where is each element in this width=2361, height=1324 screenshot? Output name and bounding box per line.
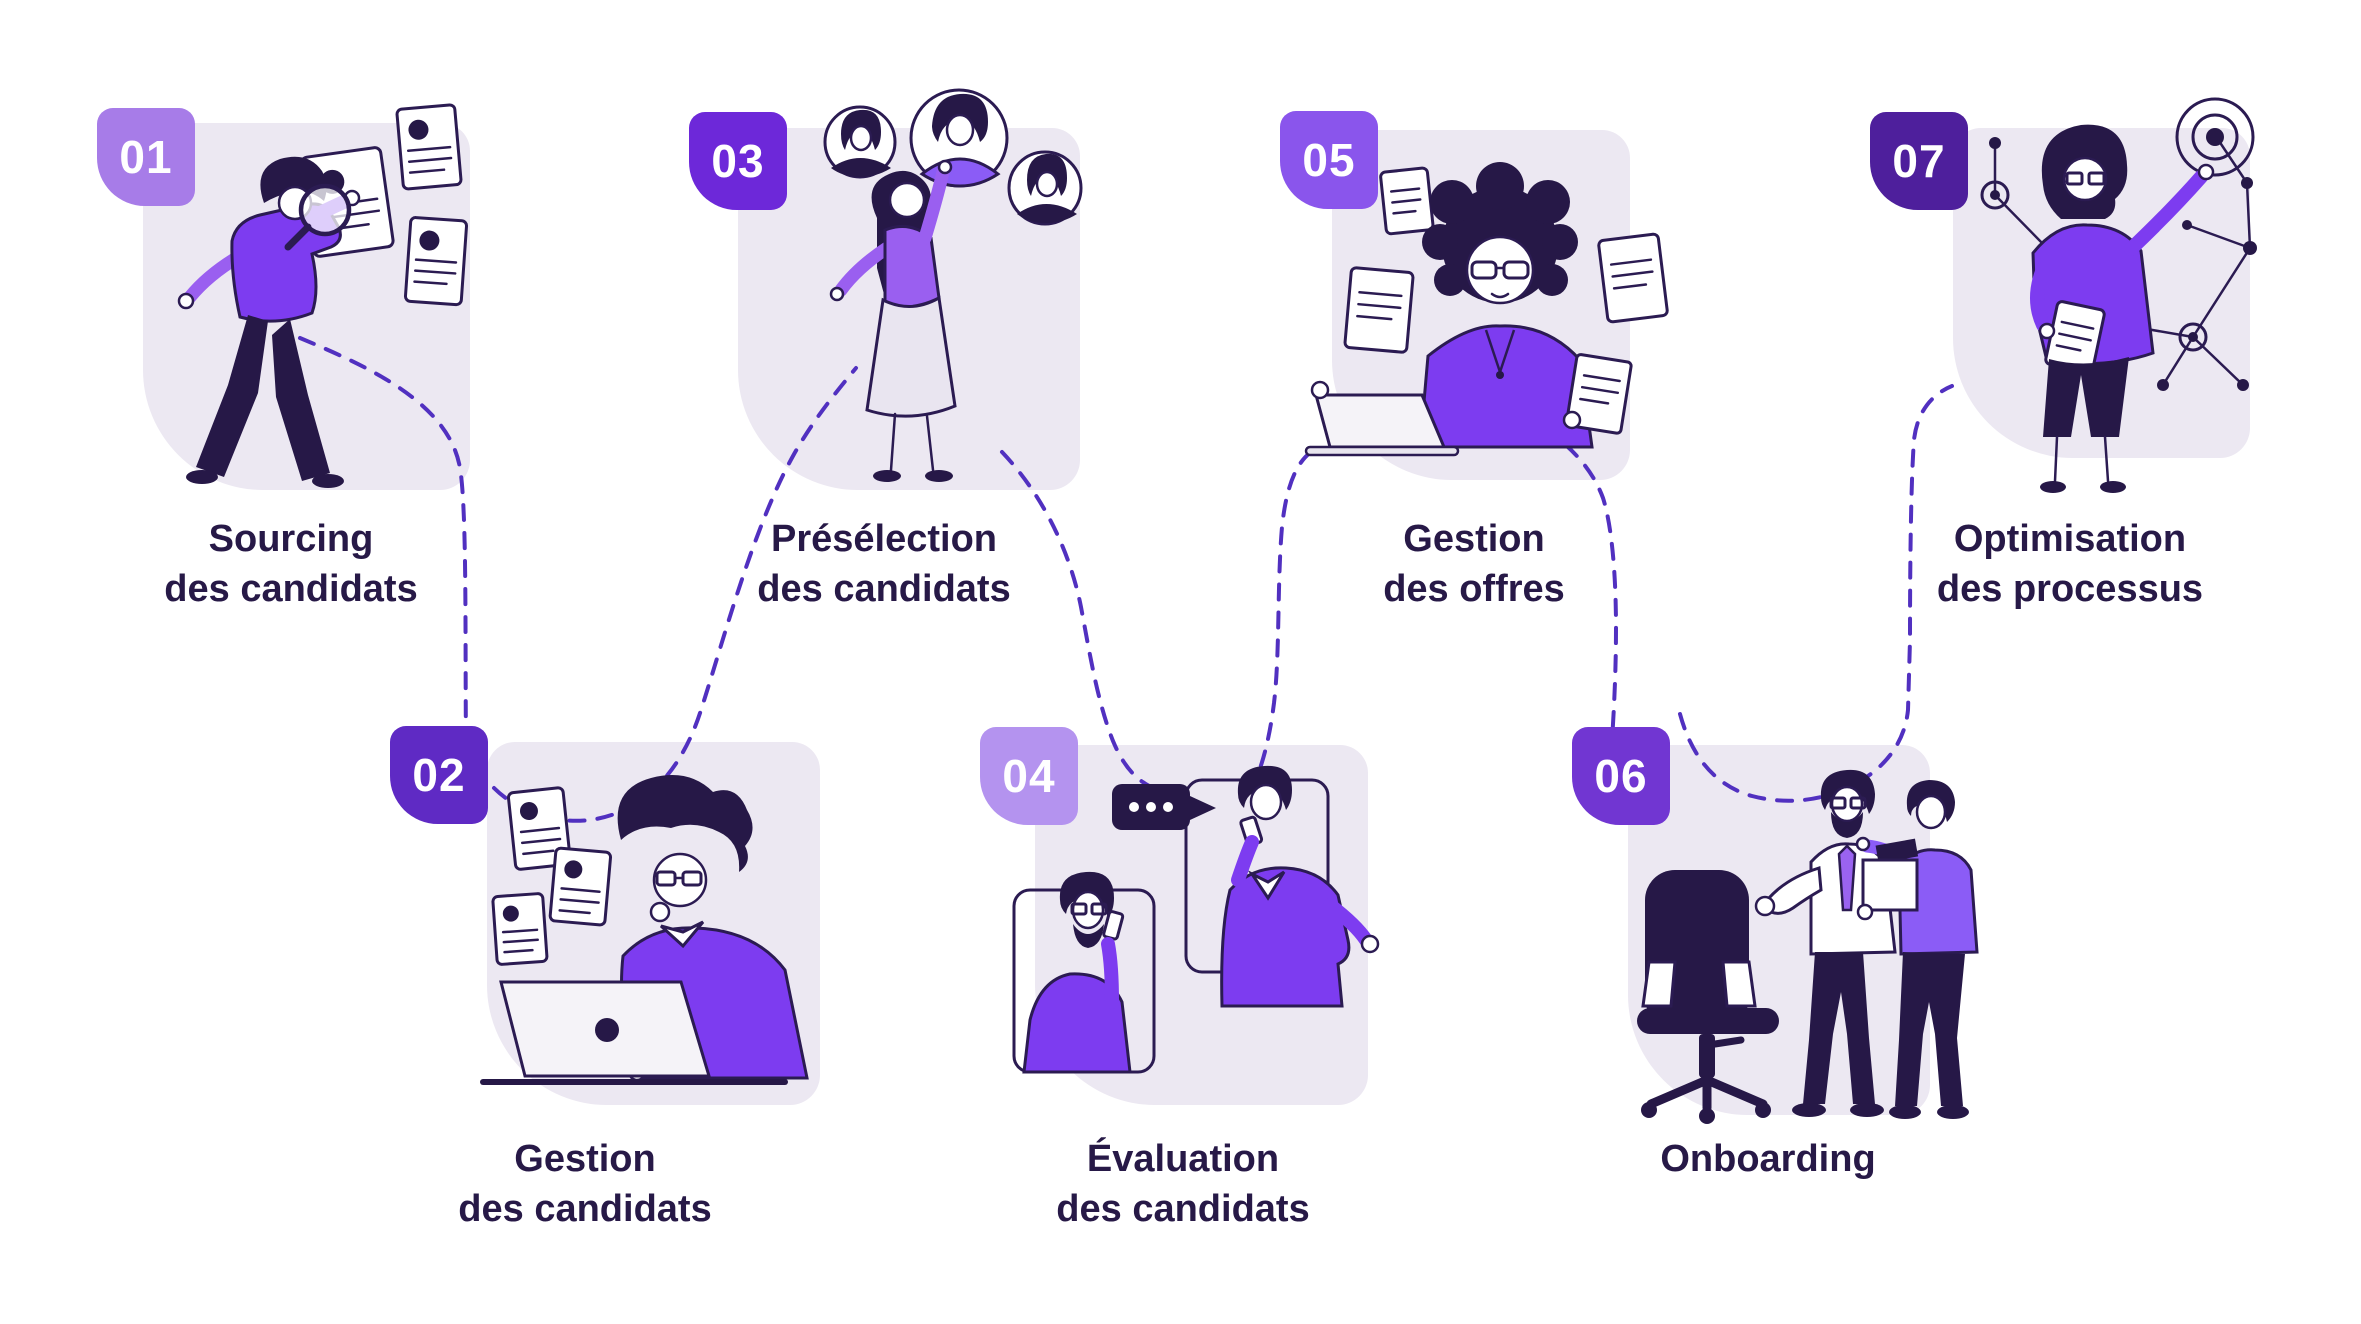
hand	[1562, 410, 1582, 430]
step-07-illustration	[1980, 97, 2257, 493]
step-04-badge: 04	[980, 727, 1078, 825]
step-01-illustration	[177, 103, 469, 488]
step-03-badge: 03	[689, 112, 787, 210]
analyst-figure	[2030, 124, 2215, 493]
step-01-label: Sourcing des candidats	[71, 514, 511, 614]
step-07-number: 07	[1892, 135, 1946, 187]
resume-document-icon	[506, 786, 572, 871]
step-06-illustration	[1637, 769, 1979, 1124]
recruiter-figure	[1418, 162, 1594, 449]
step-06-label-line1: Onboarding	[1660, 1138, 1876, 1180]
resume-document-icon	[395, 103, 463, 191]
speech-bubble-ellipsis-icon	[1112, 784, 1216, 830]
candidate-avatar-bubble-icon	[823, 105, 897, 179]
manager-figure	[1754, 769, 1897, 1117]
step-06-badge: 06	[1572, 727, 1670, 825]
candidate-figure	[1220, 765, 1380, 1008]
resume-document-icon	[403, 216, 469, 307]
step-05-illustration	[1304, 162, 1669, 457]
step-03-number: 03	[711, 135, 765, 187]
step-01-label-line1: Sourcing	[208, 518, 374, 560]
laptop-icon	[499, 980, 712, 1078]
box-icon	[1861, 838, 1919, 912]
step-01-number: 01	[119, 131, 173, 183]
step-01-badge: 01	[97, 108, 195, 206]
step-03-illustration	[823, 88, 1083, 482]
step-03-label-line1: Présélection	[771, 518, 997, 560]
step-05-badge: 05	[1280, 111, 1378, 209]
new-employee-figure	[1855, 780, 1979, 1119]
step-07-label: Optimisation des processus	[1850, 514, 2290, 614]
magnifier-icon	[284, 183, 352, 251]
document-icon	[1597, 232, 1669, 324]
laptop-icon	[1304, 380, 1460, 457]
step-04-label: Évaluation des candidats	[963, 1134, 1403, 1234]
step-07-label-line2: des processus	[1936, 568, 2204, 610]
step-04-number: 04	[1002, 750, 1056, 802]
step-02-label-line2: des candidats	[458, 1188, 712, 1230]
step-05-label-line2: des offres	[1383, 568, 1565, 610]
step-02-number: 02	[412, 749, 466, 801]
document-icon	[1379, 166, 1435, 236]
step-02-badge: 02	[390, 726, 488, 824]
step-07-label-line1: Optimisation	[1953, 518, 2187, 560]
document-icon	[1343, 266, 1415, 354]
step-02-label-line1: Gestion	[514, 1138, 656, 1180]
candidate-avatar-bubble-icon	[1007, 150, 1083, 226]
step-06-label: Onboarding	[1548, 1134, 1988, 1184]
dashed-connector-path	[298, 336, 1954, 823]
resume-document-icon	[548, 846, 613, 927]
step-04-label-line1: Évaluation	[1086, 1138, 1280, 1180]
step-05-number: 05	[1302, 134, 1356, 186]
step-07-badge: 07	[1870, 112, 1968, 210]
step-04-illustration	[1012, 765, 1380, 1074]
step-03-label-line2: des candidats	[757, 568, 1011, 610]
step-05-label-line1: Gestion	[1403, 518, 1545, 560]
step-06-number: 06	[1594, 750, 1648, 802]
phone-icon	[1102, 910, 1125, 941]
step-04-label-line2: des candidats	[1056, 1188, 1310, 1230]
office-chair-icon	[1637, 870, 1779, 1124]
candidate-avatar-bubble-icon	[909, 88, 1009, 188]
target-icon	[2175, 97, 2255, 177]
step-05-label: Gestion des offres	[1254, 514, 1694, 614]
resume-document-icon	[491, 892, 549, 966]
offer-paper	[1565, 353, 1633, 435]
step-03-label: Présélection des candidats	[664, 514, 1104, 614]
interviewer-figure	[1022, 871, 1132, 1074]
step-01-label-line2: des candidats	[164, 568, 418, 610]
step-02-illustration	[480, 775, 809, 1085]
step-02-label: Gestion des candidats	[365, 1134, 805, 1234]
recruiter-figure	[829, 159, 957, 482]
